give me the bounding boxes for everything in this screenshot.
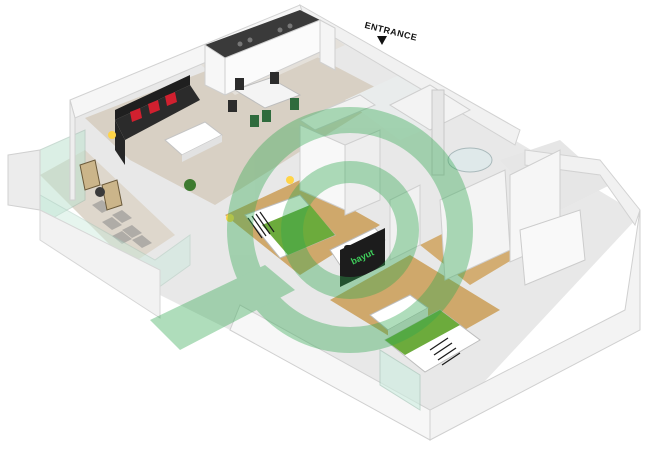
outer-wall-south (229, 304, 431, 441)
kitchen-counter (205, 10, 320, 58)
bed-2-blanket (385, 310, 460, 355)
bedroom-2-desk-side (388, 308, 428, 338)
dining-chairs (228, 72, 299, 127)
interior-wall-bedroom-divider (344, 129, 381, 216)
balcony-chairs (79, 159, 123, 211)
dining-table (233, 77, 302, 109)
bed-2-stripes (429, 337, 461, 366)
stove-burners (237, 23, 293, 47)
sofa-cushions (130, 92, 177, 122)
coffee-table-side (182, 135, 222, 162)
interior-wall-kitchen (319, 19, 336, 71)
balcony-ledge (39, 209, 161, 319)
interior-wall-corridor (389, 184, 421, 261)
shower-enclosure (447, 147, 493, 173)
living-room-floor (85, 40, 390, 205)
outer-wall-west (69, 99, 76, 201)
plant-living (184, 179, 196, 191)
interior-wall-bath-2 (388, 84, 472, 131)
sofa (115, 85, 200, 140)
bedroom-2-window (379, 349, 421, 411)
sofa-back (115, 75, 190, 120)
lamp-bedroom-1b (286, 176, 294, 184)
lamp-living (108, 131, 116, 139)
sofa-arm (115, 120, 125, 165)
tv-brand-logo: bayut (344, 245, 380, 267)
interior-wall-bath-1 (298, 94, 377, 131)
bath-pillar (431, 89, 445, 176)
entrance-arrow-icon (377, 36, 387, 45)
lamp-bedroom-1 (226, 214, 234, 222)
bed-1-blanket (262, 205, 335, 255)
watermark-logo (150, 107, 473, 353)
balcony-slab (7, 149, 41, 211)
laundry-cabinet (519, 209, 586, 286)
bed-1-stripes (247, 211, 275, 239)
